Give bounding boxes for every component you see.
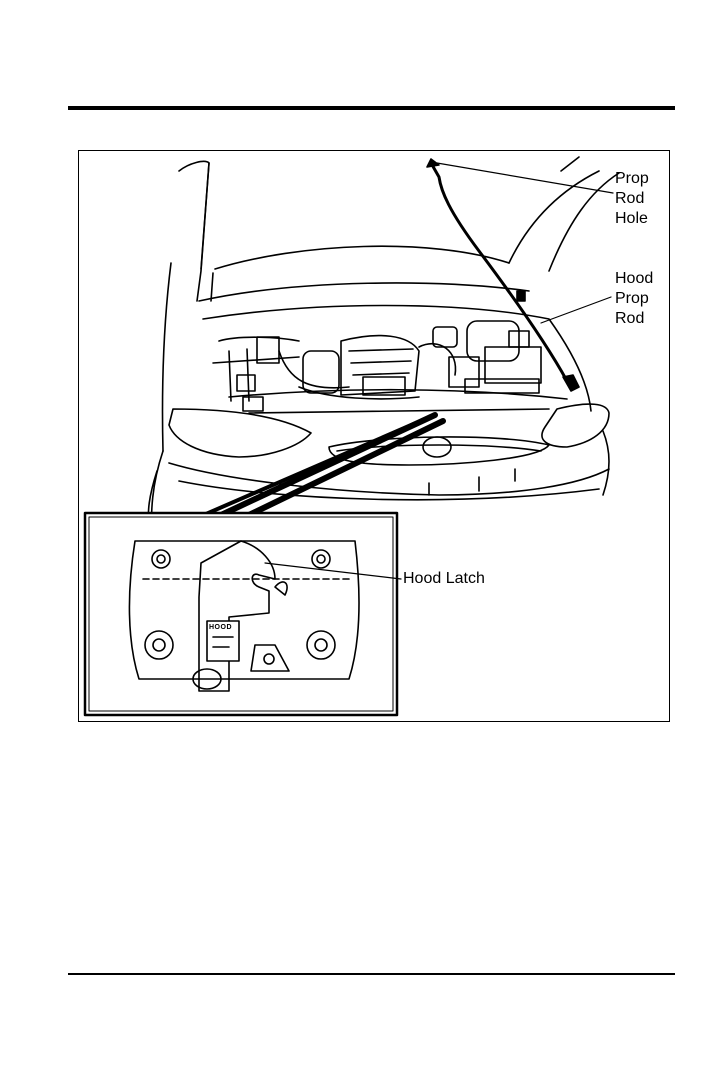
callout-hood-prop-rod: Hood Prop Rod — [615, 269, 653, 329]
callout-prop-rod-hole-line-3: Hole — [615, 209, 649, 229]
callout-hood-prop-rod-line-3: Rod — [615, 309, 653, 329]
callout-hood-prop-rod-line-1: Hood — [615, 269, 653, 289]
footer-rule — [68, 973, 675, 975]
callout-prop-rod-hole: Prop Rod Hole — [615, 169, 649, 229]
callout-hood-prop-rod-line-2: Prop — [615, 289, 653, 309]
engine-bay-drawing — [79, 151, 670, 722]
callout-hood-latch: Hood Latch — [403, 569, 485, 589]
hood-illustration-figure: Prop Rod Hole Hood Prop Rod Hood Latch H… — [78, 150, 670, 722]
callout-prop-rod-hole-line-1: Prop — [615, 169, 649, 189]
header-rule — [68, 106, 675, 110]
latch-plate-label: HOOD — [209, 624, 232, 631]
callout-hood-latch-label: Hood Latch — [403, 569, 485, 589]
callout-prop-rod-hole-line-2: Rod — [615, 189, 649, 209]
